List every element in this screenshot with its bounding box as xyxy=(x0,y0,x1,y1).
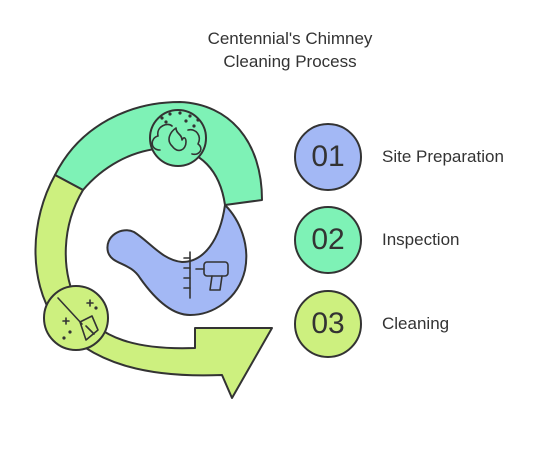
step-number-badge: 02 xyxy=(294,206,362,274)
process-cycle-graphic xyxy=(34,101,273,399)
fire-icon xyxy=(151,111,202,156)
diagram-title: Centennial's Chimney Cleaning Process xyxy=(140,27,440,73)
step-cleaning: 03 Cleaning xyxy=(294,290,554,362)
step-label: Cleaning xyxy=(382,314,450,333)
drill-icon xyxy=(183,251,229,299)
title-line-2: Cleaning Process xyxy=(223,52,357,71)
step-label: Site Preparation xyxy=(382,147,504,166)
step-inspection: 02 Inspection xyxy=(294,206,554,278)
step-number-badge: 03 xyxy=(294,290,362,358)
title-line-1: Centennial's Chimney xyxy=(207,29,373,48)
step-label: Inspection xyxy=(382,230,460,249)
bubble-fire xyxy=(149,109,207,167)
cycle-segment-green xyxy=(54,101,263,206)
step-site-preparation: 01 Site Preparation xyxy=(294,123,554,195)
step-number-badge: 01 xyxy=(294,123,362,191)
cycle-segment-blue xyxy=(106,204,248,316)
broom-icon xyxy=(57,297,99,341)
